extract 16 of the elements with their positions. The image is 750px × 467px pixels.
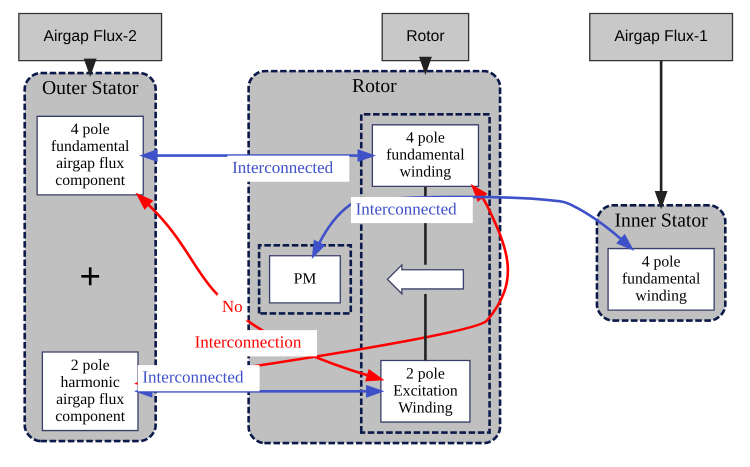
node-box: 2 pole Excitation Winding xyxy=(380,360,471,423)
connector xyxy=(424,294,427,360)
edge-label: Interconnected xyxy=(356,200,457,219)
arrow xyxy=(139,149,376,162)
cluster xyxy=(258,244,352,315)
node-box: 2 pole harmonic airgap flux component xyxy=(42,351,139,432)
node-box: Airgap Flux-1 xyxy=(589,12,734,62)
node-box: PM xyxy=(268,255,341,304)
node-box: 4 pole fundamental winding xyxy=(607,248,715,311)
arrow xyxy=(654,60,668,210)
arrow xyxy=(418,56,432,76)
node-box: 4 pole fundamental airgap flux component xyxy=(36,116,144,196)
node-diode xyxy=(386,263,464,296)
edge-label: No xyxy=(222,296,243,316)
node-box: 4 pole fundamental winding xyxy=(372,124,480,188)
label: + xyxy=(79,255,101,296)
